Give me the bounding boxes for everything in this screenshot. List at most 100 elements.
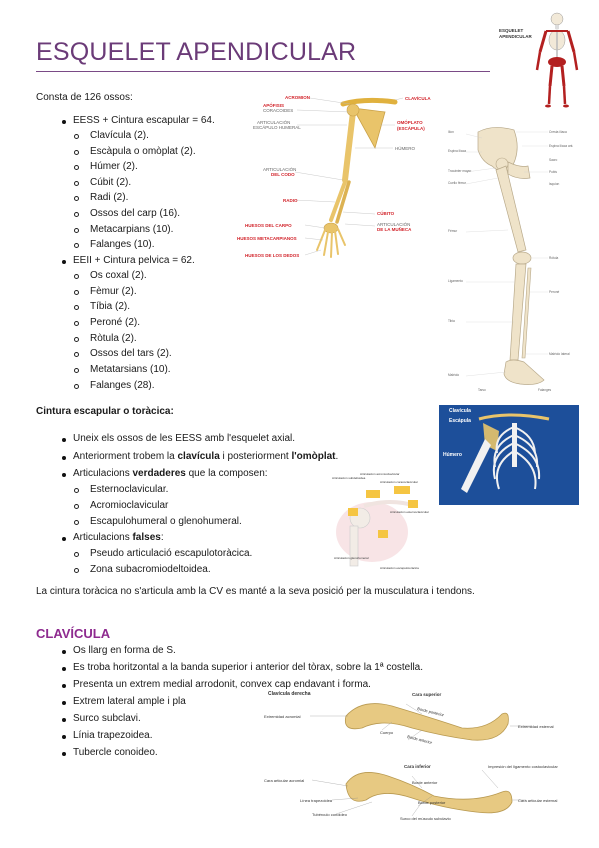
eess-item: Metacarpians (10). [90,224,174,235]
leg-label: Cuello fémur [448,181,467,185]
eess-item: Cúbit (2). [90,177,132,188]
bullet [62,260,66,264]
sub-bullet [74,568,79,573]
intro-text: Consta de 126 ossos: [36,92,133,103]
arm-label: CLAVÍCULA [405,96,431,101]
leg-label: Sacro [549,158,558,162]
falsa-item: Pseudo articulació escapulotoràcica. [90,548,253,559]
eeii-item: Metatarsians (10). [90,364,171,375]
arm-label: ARTICULACIÓN [377,222,411,227]
sub-bullet [74,212,79,217]
leg-label: Ilion [448,130,454,134]
clavicle-label: Tubérculo conoideo [312,812,347,817]
sub-bullet [74,352,79,357]
clavicle-face-label: Cara inferior [404,764,431,769]
cintura-note: La cintura toràcica no s'articula amb la… [36,586,475,597]
eeii-item: Ossos del tars (2). [90,348,172,359]
sub-bullet [74,504,79,509]
bullet [62,456,66,460]
leg-label: Falanges [538,388,552,392]
leg-label: Ligamento [448,279,463,283]
cintura-text: Uneix els ossos de les EESS amb l'esquel… [73,433,296,444]
lower-limb-figure: Ilion Espina ilíaca Trocánter mayor Cuel… [448,122,580,400]
shoulder-label: Articulación acromioclavicular [360,472,400,476]
arm-label: DEL CODO [271,172,295,177]
bullet [62,120,66,124]
upper-limb-drawing [294,97,404,258]
arm-label: RADIO [283,198,298,203]
sub-bullet [74,274,79,279]
eeii-item: Falanges (28). [90,380,155,391]
eeii-item: Ròtula (2). [90,333,137,344]
clavicle-label: Línea trapezoidea [300,798,333,803]
arm-label: CÚBITO [377,211,395,216]
sub-bullet [74,305,79,310]
sub-bullet [74,368,79,373]
clavicula-item: Tubercle conoideo. [73,747,158,758]
bullet [62,650,66,654]
eess-item: Ossos del carp (16). [90,208,181,219]
clavicle-title: Clavícula derecha [268,691,311,697]
arm-label: OMÓPLATO [397,120,423,125]
bullet [62,735,66,739]
upper-limb-figure: ACROMION APÓFISIS CORACOIDES ARTICULACIÓ… [235,90,445,270]
falsa-item: Zona subacromiodeltoidea. [90,564,211,575]
arm-label: (ESCÁPULA) [397,126,425,131]
clavicle-face-label: Cara superior [412,692,442,697]
verdadera-item: Esternoclavicular. [90,484,169,495]
skeleton-label-2: APENDICULAR [499,34,532,39]
thorax-label: Húmero [443,452,462,458]
eeii-item: Peroné (2). [90,317,141,328]
arm-label: ESCÁPULO HUMERAL [253,125,301,130]
cintura-heading: Cintura escapular o toràcica: [36,406,174,417]
title-divider [36,71,490,72]
clavicula-heading: CLAVÍCULA [36,626,111,641]
sub-bullet [74,552,79,557]
clavicle-label: Borde posterior [418,800,446,805]
leg-label: Espina ilíaca [448,149,467,153]
clavicula-item: Es troba horitzontal a la banda superior… [73,662,424,673]
leg-label: Cresta ilíaca [549,130,567,134]
leg-label: Fémur [448,229,458,233]
skeleton-figure: ESQUELET APENDICULAR [497,10,589,110]
arm-label: ARTICULACIÓN [257,120,291,125]
sub-bullet [74,520,79,525]
thorax-drawing [461,413,550,493]
sub-bullet [74,181,79,186]
bullet [62,473,66,477]
eeii-item: Os coxal (2). [90,270,147,281]
bullet [62,701,66,705]
bullet [62,667,66,671]
eess-heading: EESS + Cintura escapular = 64. [73,115,215,126]
cintura-text: Articulacions falses: [73,532,164,543]
leg-label: Isquion [549,182,560,186]
eeii-item: Fèmur (2). [90,286,137,297]
arm-label: CORACOIDES [263,108,294,113]
sub-bullet [74,165,79,170]
eess-item: Radi (2). [90,192,129,203]
sub-bullet [74,150,79,155]
shoulder-label: Articulación glenohumeral [334,556,369,560]
sub-bullet [74,488,79,493]
leg-label: Trocánter mayor [448,169,472,173]
sub-bullet [74,321,79,326]
shoulder-label: Articulación coracoclavicular [380,480,418,484]
eeii-item: Tíbia (2). [90,301,131,312]
leg-label: Peroné [549,290,560,294]
skeleton-label-1: ESQUELET [499,28,524,33]
clavicle-label: Borde anterior [412,780,438,785]
arm-label: HUESOS DE LOS DEDOS [245,253,300,258]
leg-label: Tibia [448,319,455,323]
clavicula-item: Línia trapezoidea. [73,730,153,741]
clavicle-label: Cara articular esternal [518,798,558,803]
thorax-label: Escápula [449,418,471,424]
clavicle-label: Extremidad acromial [264,714,301,719]
verdadera-item: Acromioclavicular [90,500,169,511]
arm-label: HUESOS DEL CARPO [245,223,292,228]
shoulder-label: Articulación escapulotorácica [380,566,419,570]
arm-label: HUESOS METACARPIANOS [237,236,297,241]
verdadera-item: Escapulohumeral o glenohumeral. [90,516,242,527]
eeii-heading: EEII + Cintura pelvica = 62. [73,255,195,266]
bullet [62,438,66,442]
eess-item: Clavícula (2). [90,130,149,141]
